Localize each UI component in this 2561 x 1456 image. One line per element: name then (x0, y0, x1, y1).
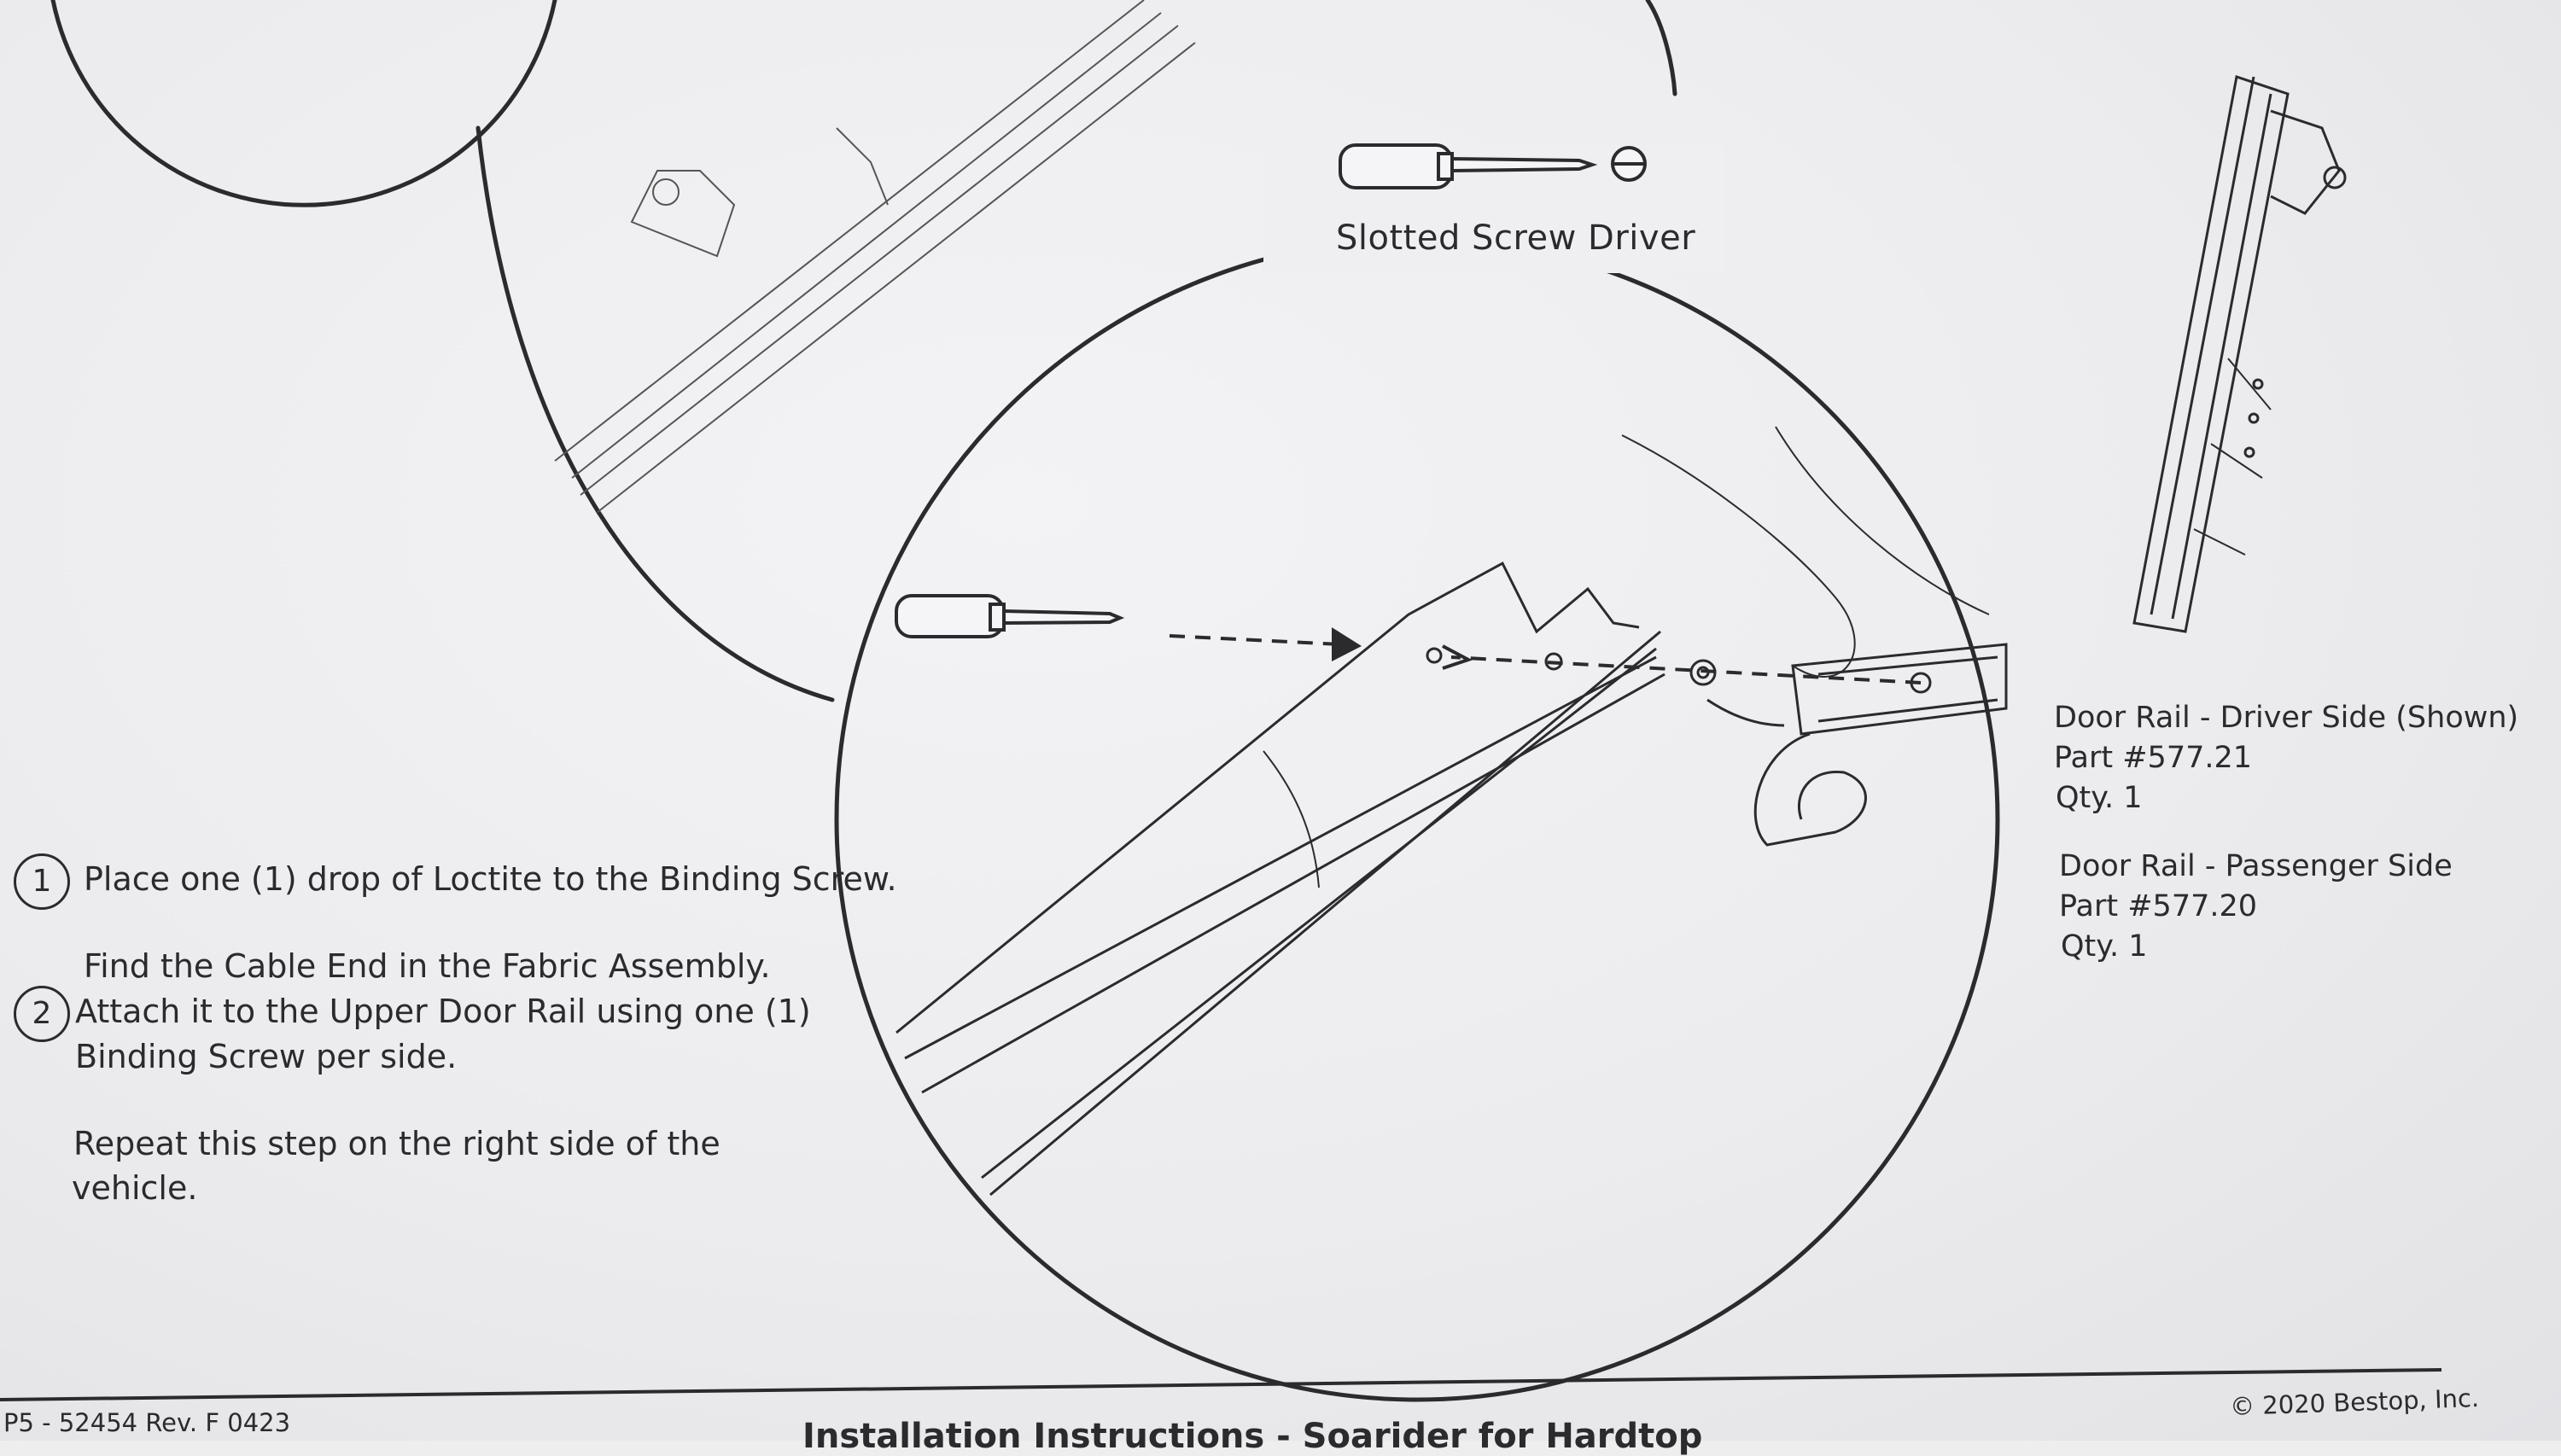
cable-arrow (1450, 655, 1922, 684)
step-2-line-1: Find the Cable End in the Fabric Assembl… (84, 947, 771, 985)
footer-rule (0, 1368, 2442, 1401)
step-2-line-3: Binding Screw per side. (75, 1038, 458, 1075)
slotted-screwdriver-icon (1339, 143, 1647, 189)
document-code: P5 - 52454 Rev. F 0423 (3, 1408, 291, 1437)
step-1-text: Place one (1) drop of Loctite to the Bin… (84, 860, 897, 898)
part-1-qty: Qty. 1 (2056, 781, 2143, 815)
cable-end-drawing (1621, 426, 2008, 847)
part-1-name: Door Rail - Driver Side (Shown) (2054, 701, 2519, 735)
document-title: Installation Instructions - Soarider for… (802, 1417, 1703, 1456)
background-rail-sketch (554, 0, 1196, 513)
tool-label: Slotted Screw Driver (1336, 218, 1696, 258)
zoom-detail-circle (834, 236, 2000, 1402)
part-2-number: Part #577.20 (2059, 889, 2258, 923)
repeat-note-line-1: Repeat this step on the right side of th… (73, 1125, 720, 1162)
repeat-note-line-2: vehicle. (72, 1169, 198, 1207)
top-left-detail-circle (50, 0, 557, 207)
screwdriver-drawing (895, 594, 1125, 638)
background-detail-circle (475, 125, 835, 702)
door-rail-drawing (895, 561, 1932, 1197)
screwdriver-arrow (1169, 634, 1341, 646)
part-2-qty: Qty. 1 (2061, 929, 2148, 964)
part-1-number: Part #577.21 (2054, 741, 2253, 775)
step-1-number: 1 (14, 853, 70, 910)
part-2-name: Door Rail - Passenger Side (2059, 849, 2453, 883)
step-2-number: 2 (14, 986, 70, 1042)
door-rail-thumbnail (2132, 75, 2347, 633)
step-2-line-2: Attach it to the Upper Door Rail using o… (75, 993, 811, 1030)
